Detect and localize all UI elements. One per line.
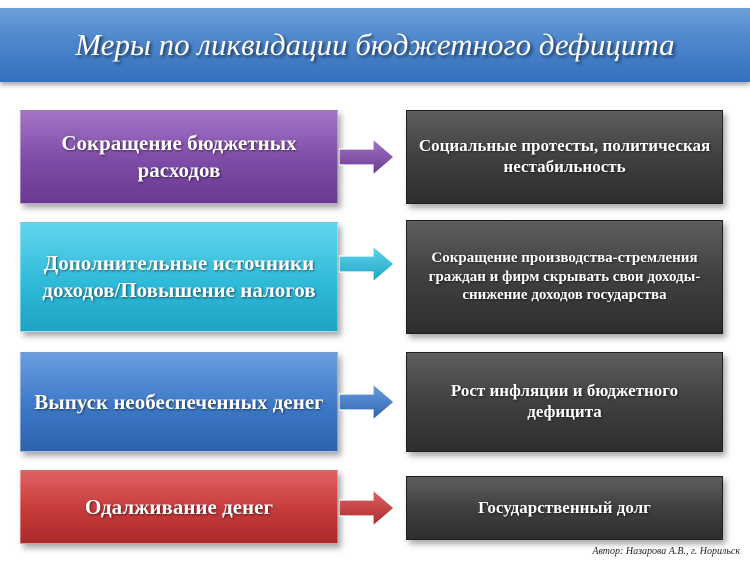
consequence-box-production-cut: Сокращение производства-стремления гражд… <box>406 220 723 334</box>
arrow-icon <box>339 244 395 284</box>
measure-box-taxes: Дополнительные источники доходов/Повышен… <box>20 222 338 332</box>
consequence-box-protests: Социальные протесты, политическая нестаб… <box>406 110 723 204</box>
measure-box-money-issue: Выпуск необеспеченных денег <box>20 352 338 452</box>
measure-box-borrowing: Одалживание денег <box>20 470 338 544</box>
arrow-icon <box>339 137 395 177</box>
measure-box-spending-cut: Сокращение бюджетных расходов <box>20 110 338 204</box>
consequence-box-public-debt: Государственный долг <box>406 476 723 540</box>
title-banner: Меры по ликвидации бюджетного дефицита <box>0 8 750 82</box>
consequence-box-inflation: Рост инфляции и бюджетного дефицита <box>406 352 723 452</box>
arrow-icon <box>339 488 395 528</box>
arrow-icon <box>339 382 395 422</box>
page-title: Меры по ликвидации бюджетного дефицита <box>75 27 675 62</box>
author-credit: Автор: Назарова А.В., г. Норильск <box>592 546 740 557</box>
